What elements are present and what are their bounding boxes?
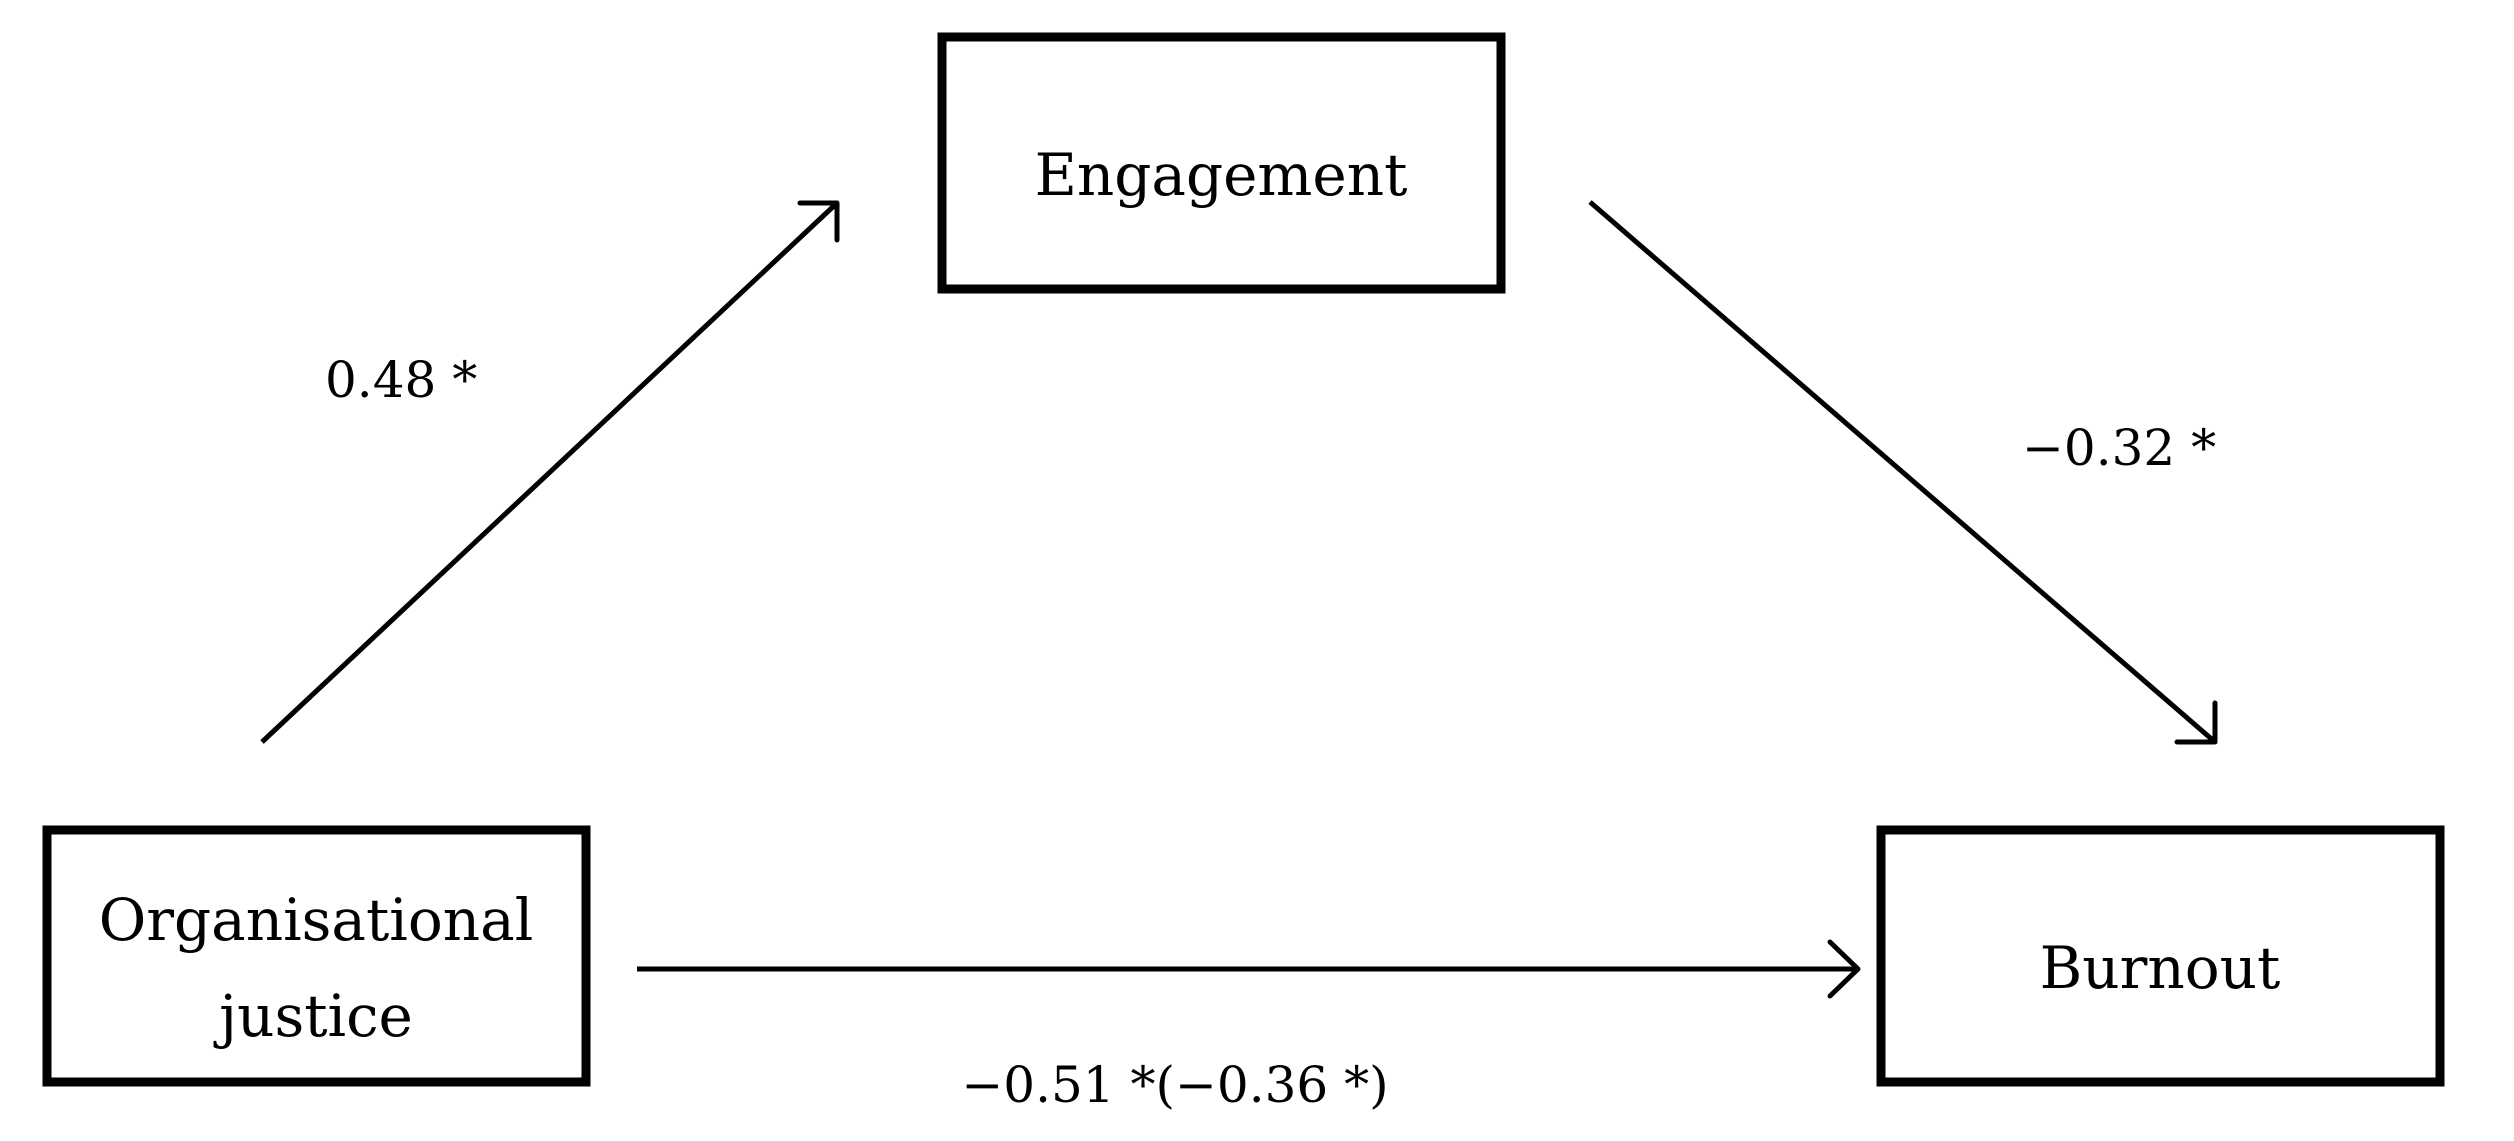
arrow-engagement-to-burnout-line (1588, 200, 2217, 744)
burnout-node: Burnout (1876, 825, 2445, 1087)
arrow-justice-to-engagement-line (260, 201, 839, 744)
engagement-label: Engagement (1035, 141, 1408, 209)
organisational-justice-node: Organisational justice (42, 825, 591, 1087)
arrow-justice-to-burnout-head (1827, 939, 1861, 999)
organisational-justice-label-line1: Organisational (99, 886, 534, 954)
organisational-justice-box (42, 825, 591, 1087)
organisational-justice-label-line2: justice (213, 982, 413, 1050)
arrow-justice-to-engagement-head (797, 200, 840, 243)
coefficient-justice-to-engagement: 0.48 * (325, 351, 477, 409)
arrow-justice-to-engagement (260, 200, 840, 744)
arrow-justice-to-burnout (637, 939, 1861, 999)
engagement-box (937, 32, 1506, 294)
engagement-node: Engagement (937, 32, 1506, 294)
coefficient-engagement-to-burnout: −0.32 * (2022, 419, 2216, 477)
burnout-box (1876, 825, 2445, 1087)
arrow-engagement-to-burnout (1588, 200, 2218, 745)
burnout-label: Burnout (2040, 934, 2281, 1002)
arrow-engagement-to-burnout-head (2174, 700, 2218, 745)
coefficient-justice-to-burnout: −0.51 *(−0.36 *) (961, 1056, 1388, 1114)
